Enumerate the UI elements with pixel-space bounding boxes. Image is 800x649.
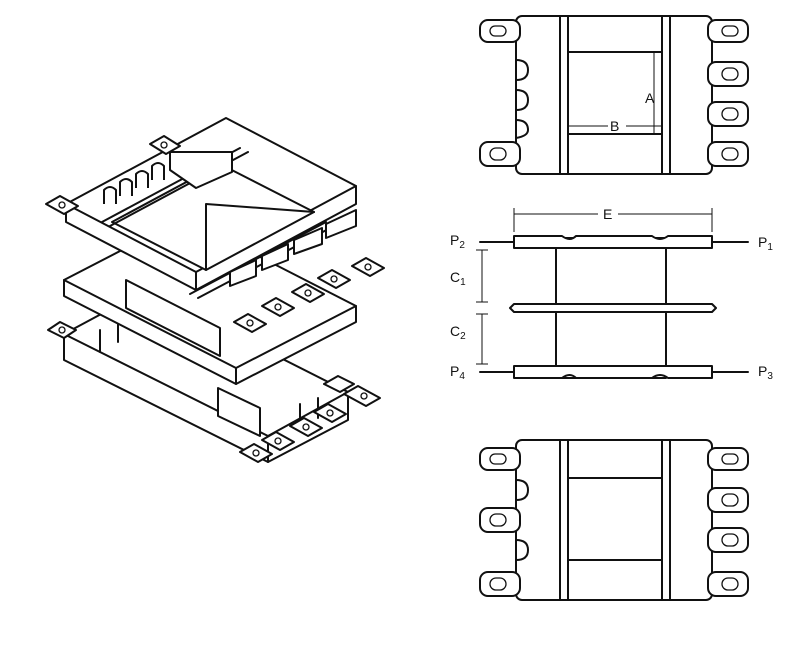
- top-bobbin: [45, 117, 385, 333]
- bottom-view-pins-left: [479, 447, 529, 597]
- pin-label-p3: P3: [758, 363, 773, 382]
- pin-label-p4: P4: [450, 363, 465, 382]
- dimension-label-b: B: [610, 118, 619, 134]
- bottom-pins-left: [47, 321, 381, 463]
- isometric-exploded-view: [45, 117, 385, 463]
- top-view-pins-right: [707, 19, 749, 167]
- dimension-label-c2: C2: [450, 323, 466, 342]
- top-view-pins-left: [479, 19, 529, 167]
- pin-label-p2: P2: [450, 232, 465, 251]
- top-pins: [45, 135, 385, 333]
- top-view: A B: [479, 15, 749, 175]
- dimension-label-a: A: [645, 90, 655, 106]
- dimension-label-e: E: [603, 206, 612, 222]
- dimension-label-c1: C1: [450, 269, 466, 288]
- pin-label-p1: P1: [758, 234, 773, 253]
- bottom-view-pins-right: [707, 447, 749, 597]
- bottom-view: [479, 439, 749, 601]
- side-view: E C1 C2 P2 P1 P4 P3: [450, 206, 773, 382]
